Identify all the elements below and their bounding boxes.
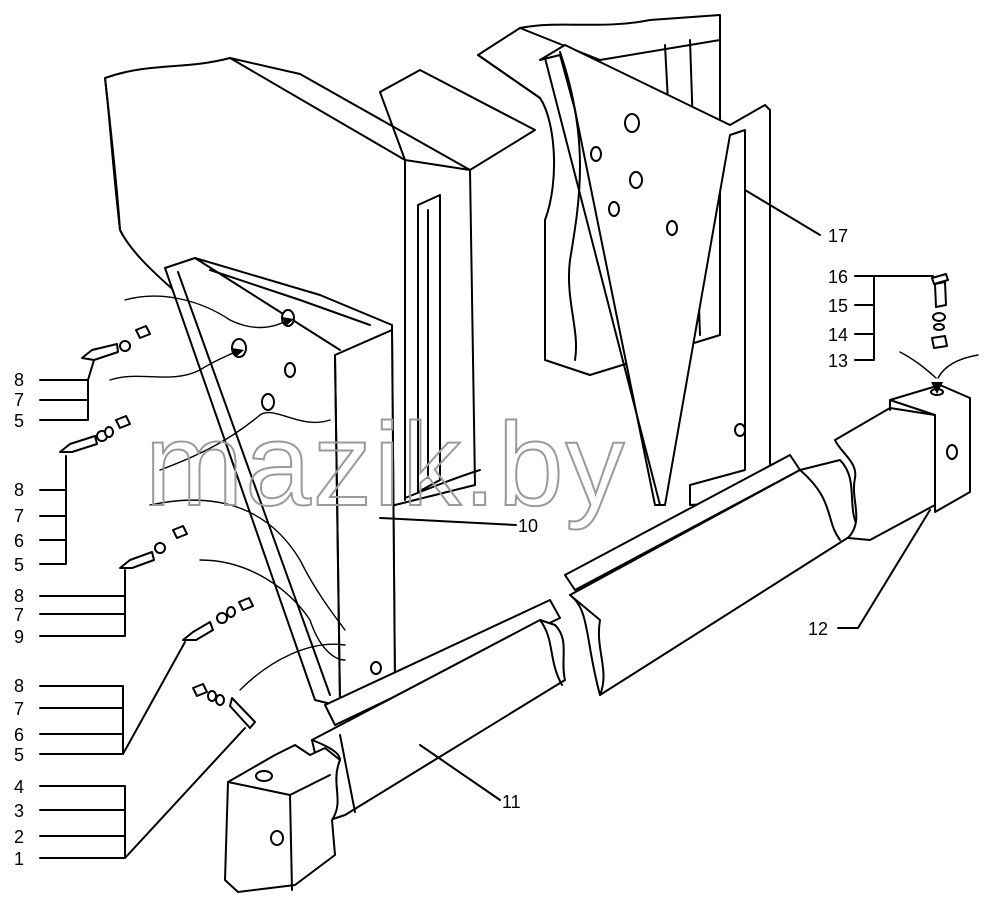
part-labels-group-f: 16 15 14 13 bbox=[828, 267, 848, 371]
part-label: 8 bbox=[14, 586, 24, 606]
part-label: 7 bbox=[14, 605, 24, 625]
front-end-block bbox=[224, 744, 341, 893]
assembly-paths bbox=[109, 295, 979, 691]
part-label: 2 bbox=[14, 827, 24, 847]
fastener-set bbox=[59, 273, 949, 729]
part-label: 5 bbox=[14, 555, 24, 575]
part-label: 13 bbox=[828, 351, 848, 371]
part-label: 16 bbox=[828, 267, 848, 287]
part-labels-group-c: 8 7 9 bbox=[14, 586, 24, 647]
part-label: 14 bbox=[828, 325, 848, 345]
beam-11 bbox=[311, 599, 566, 821]
part-label: 5 bbox=[14, 411, 24, 431]
callout-label-11: 11 bbox=[502, 792, 521, 812]
part-labels-group-a: 8 7 5 bbox=[14, 370, 24, 431]
callout-label-12: 12 bbox=[808, 619, 828, 639]
callout-lines bbox=[39, 189, 934, 859]
part-label: 6 bbox=[14, 725, 24, 745]
part-labels-group-e: 4 3 2 1 bbox=[14, 777, 24, 869]
angle-bracket-10 bbox=[164, 257, 396, 706]
callout-label-17: 17 bbox=[828, 226, 848, 246]
end-cap-12 bbox=[834, 384, 971, 541]
part-label: 6 bbox=[14, 531, 24, 551]
part-label: 1 bbox=[14, 849, 24, 869]
part-labels-group-b: 8 7 6 5 bbox=[14, 480, 24, 575]
part-labels-group-d: 8 7 6 5 bbox=[14, 676, 24, 765]
part-label: 8 bbox=[14, 370, 24, 390]
watermark: mazik.by bbox=[145, 399, 627, 531]
rear-beam bbox=[564, 454, 861, 696]
part-label: 9 bbox=[14, 627, 24, 647]
part-label: 15 bbox=[828, 296, 848, 316]
part-label: 4 bbox=[14, 777, 24, 797]
part-label: 5 bbox=[14, 745, 24, 765]
part-label: 7 bbox=[14, 699, 24, 719]
part-label: 3 bbox=[14, 801, 24, 821]
part-label: 7 bbox=[14, 390, 24, 410]
part-label: 8 bbox=[14, 480, 24, 500]
part-label: 8 bbox=[14, 676, 24, 696]
callout-label-10: 10 bbox=[518, 516, 538, 536]
part-label: 7 bbox=[14, 506, 24, 526]
